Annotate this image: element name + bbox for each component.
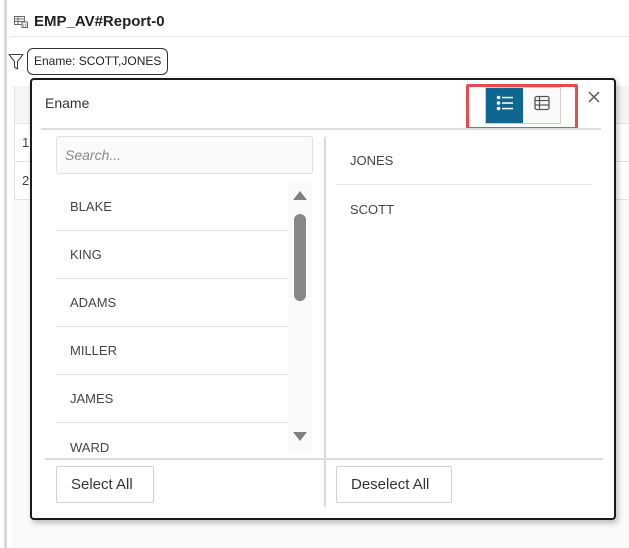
deselect-all-button[interactable]: Deselect All bbox=[336, 466, 452, 503]
filter-funnel-icon[interactable] bbox=[8, 53, 24, 71]
table-view-button[interactable] bbox=[523, 88, 560, 123]
list-item[interactable]: MILLER bbox=[56, 327, 288, 375]
selected-values-list: JONES SCOTT bbox=[336, 137, 592, 233]
search-input[interactable] bbox=[56, 136, 313, 174]
selected-item[interactable]: SCOTT bbox=[350, 201, 395, 217]
header-divider bbox=[10, 36, 629, 37]
available-list-scrollbar[interactable] bbox=[288, 183, 312, 453]
list-view-button[interactable] bbox=[486, 88, 523, 123]
column-divider bbox=[324, 137, 326, 507]
popup-title-divider bbox=[41, 128, 601, 130]
left-panel-border bbox=[4, 0, 7, 548]
list-item[interactable]: KING bbox=[56, 231, 288, 279]
report-grid-icon bbox=[14, 15, 28, 28]
footer-divider bbox=[45, 458, 603, 460]
scroll-down-arrow-icon[interactable] bbox=[293, 432, 307, 441]
filter-popup: Ename bbox=[30, 78, 616, 520]
popup-title: Ename bbox=[45, 95, 90, 111]
scroll-up-arrow-icon[interactable] bbox=[293, 191, 307, 200]
selected-item[interactable]: JONES bbox=[336, 137, 592, 185]
scroll-thumb[interactable] bbox=[294, 214, 306, 301]
report-title: EMP_AV#Report-0 bbox=[34, 12, 165, 30]
list-item[interactable]: JAMES bbox=[56, 375, 288, 423]
list-view-icon bbox=[496, 95, 514, 116]
available-values-list: BLAKE KING ADAMS MILLER JAMES WARD bbox=[56, 183, 288, 458]
filter-bar: Ename: SCOTT,JONES bbox=[8, 48, 169, 75]
filter-chip-ename[interactable]: Ename: SCOTT,JONES bbox=[27, 48, 169, 75]
report-header: EMP_AV#Report-0 bbox=[14, 8, 165, 34]
view-toggle-group bbox=[485, 87, 561, 124]
close-icon bbox=[588, 90, 600, 108]
close-button[interactable] bbox=[585, 90, 603, 108]
select-all-button[interactable]: Select All bbox=[56, 466, 154, 503]
table-view-icon bbox=[533, 95, 550, 116]
list-item[interactable]: ADAMS bbox=[56, 279, 288, 327]
list-item[interactable]: WARD bbox=[70, 439, 110, 455]
list-item[interactable]: BLAKE bbox=[56, 183, 288, 231]
